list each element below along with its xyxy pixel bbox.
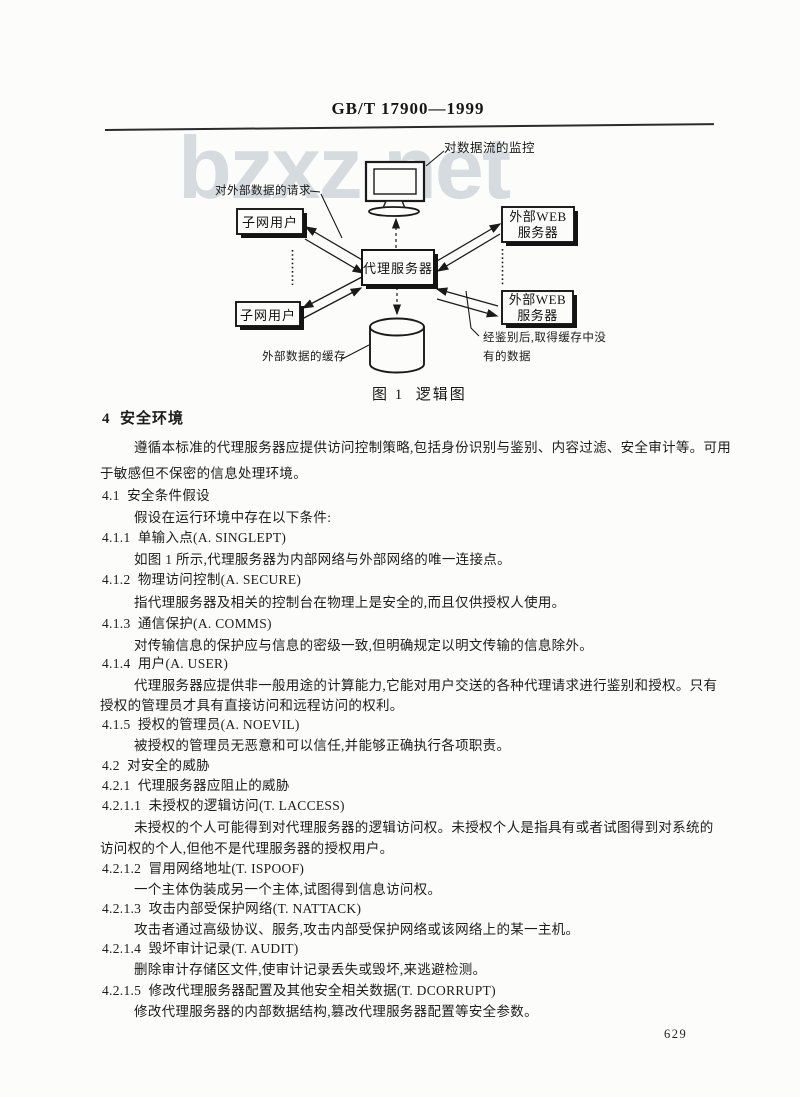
proxy-server-box — [361, 249, 438, 289]
web-server-1-line1: 外部WEB — [509, 208, 567, 224]
clause-heading: 4.1 安全条件假设 — [102, 488, 210, 503]
clause-heading: 4.2 对安全的威胁 — [102, 758, 210, 773]
clause-heading: 4.1.4 用户(A. USER) — [102, 656, 229, 671]
paragraph-line: 假设在运行环境中存在以下条件: — [134, 510, 332, 525]
clause-heading: 4 安全环境 — [102, 411, 185, 427]
paragraph-line: 攻击者通过高级协议、服务,攻击内部受保护网络或该网络上的某一主机。 — [134, 922, 580, 937]
clause-heading: 4.2.1.2 冒用网络地址(T. ISPOOF) — [102, 861, 305, 876]
standard-code: GB/T 17900—1999 — [331, 99, 485, 118]
link-proxy-web1 — [436, 223, 502, 272]
clause-heading: 4.1.3 通信保护(A. COMMS) — [102, 616, 272, 631]
clause-heading: 4.1.1 单输入点(A. SINGLEPT) — [102, 530, 287, 545]
auth-note-line1: 经鉴别后,取得缓存中没 — [483, 332, 607, 344]
paragraph-line: 于敏感但不保密的信息处理环境。 — [100, 466, 307, 481]
clause-heading: 4.2.1.5 修改代理服务器配置及其他安全相关数据(T. DCORRUPT) — [102, 983, 496, 998]
page-number: 629 — [664, 1027, 688, 1041]
web-server-2-line2: 服务器 — [517, 307, 558, 323]
subnet-user-1-label: 子网用户 — [241, 215, 298, 230]
subnet-user-2-box — [235, 301, 304, 330]
clause-heading: 4.2.1 代理服务器应阻止的威胁 — [102, 778, 290, 793]
request-label: 对外部数据的请求 — [215, 185, 311, 197]
leader-auth-label — [465, 290, 480, 337]
paragraph-line: 删除审计存储区文件,使审计记录丢失或毁坏,来逃避检测。 — [134, 962, 487, 977]
clause-heading: 4.1.5 授权的管理员(A. NOEVIL) — [102, 717, 300, 732]
clause-heading: 4.1.2 物理访问控制(A. SECURE) — [102, 572, 302, 587]
paragraph-line: 未授权的个人可能得到对代理服务器的逻辑访问权。未授权个人是指具有或者试图得到对系… — [134, 820, 714, 835]
cache-label: 外部数据的缓存 — [262, 351, 346, 363]
watermark-text: bzxz.net — [178, 118, 511, 217]
web-server-1-box — [501, 206, 578, 246]
monitor-icon — [364, 160, 426, 217]
link-proxy-web2 — [435, 287, 499, 318]
paragraph-line: 指代理服务器及相关的控制台在物理上是安全的,而且仅供授权人使用。 — [134, 595, 566, 610]
clause-heading: 4.2.1.4 毁坏审计记录(T. AUDIT) — [102, 941, 299, 956]
web-server-2-label: 外部WEB 服务器 — [502, 291, 573, 324]
clause-heading: 4.2.1.1 未授权的逻辑访问(T. LACCESS) — [102, 798, 345, 813]
clause-heading: 4.2.1.3 攻击内部受保护网络(T. NATTACK) — [102, 901, 362, 916]
paragraph-line: 被授权的管理员无恶意和可以信任,并能够正确执行各项职责。 — [134, 738, 511, 753]
subnet-user-2-label: 子网用户 — [239, 307, 296, 323]
leader-monitor-label — [425, 150, 445, 167]
paragraph-line: 代理服务器应提供非一般用途的计算能力,它能对用户交送的各种代理请求进行鉴别和授权… — [134, 678, 718, 693]
paragraph-line: 对传输信息的保护应与信息的密级一致,但明确规定以明文传输的信息除外。 — [134, 638, 594, 653]
proxy-server-label: 代理服务器 — [362, 261, 433, 276]
figure-caption: 图 1 逻辑图 — [372, 387, 467, 403]
paragraph-line: 访问权的个人,但他不是代理服务器的授权用户。 — [100, 841, 394, 856]
cache-cylinder-icon — [369, 317, 425, 374]
figure-diagram — [235, 150, 578, 374]
subnet-user-1-box — [236, 208, 307, 238]
paragraph-line: 授权的管理员才具有直接访问和远程访问的权利。 — [100, 698, 404, 713]
web-server-1-line2: 服务器 — [517, 224, 559, 240]
paragraph-line: 遵循本标准的代理服务器应提供访问控制策略,包括身份识别与鉴别、内容过滤、安全审计… — [134, 440, 732, 455]
paragraph-line: 修改代理服务器的内部数据结构,篡改代理服务器配置等安全参数。 — [134, 1004, 538, 1019]
paragraph-line: 如图 1 所示,代理服务器为内部网络与外部网络的唯一连接点。 — [134, 552, 511, 567]
paragraph-line: 一个主体伪装成另一个主体,试图得到信息访问权。 — [134, 882, 442, 897]
web-server-2-box — [501, 290, 577, 328]
leader-request-label — [309, 190, 343, 239]
monitor-label: 对数据流的监控 — [444, 141, 536, 155]
link-subnet1-proxy — [304, 226, 365, 274]
link-subnet2-proxy — [301, 276, 363, 320]
auth-note-line2: 有的数据 — [483, 351, 531, 363]
web-server-1-label: 外部WEB 服务器 — [502, 207, 574, 242]
web-server-2-line1: 外部WEB — [508, 291, 567, 307]
leader-cache-label — [341, 344, 370, 360]
